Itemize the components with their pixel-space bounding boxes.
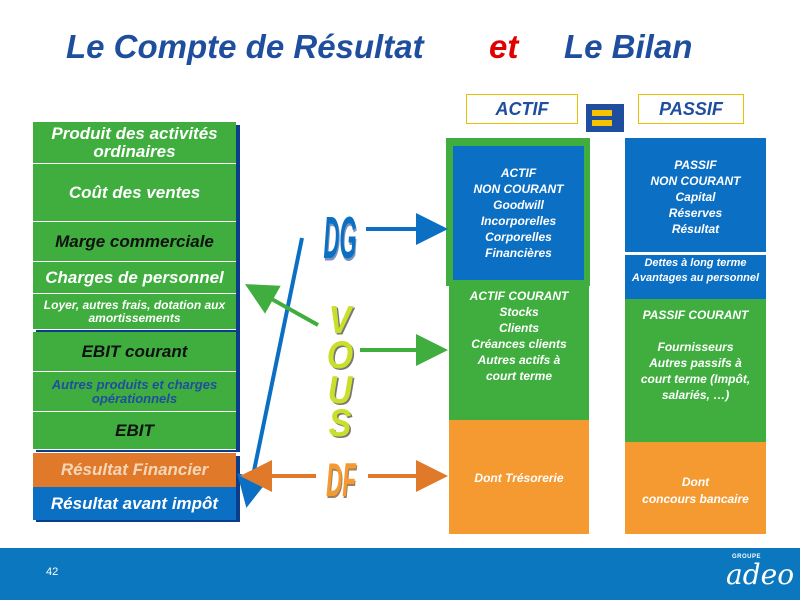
row-loyer-autres-frais: Loyer, autres frais, dotation aux amorti…	[33, 294, 236, 330]
arrow-vous-to-charges	[245, 284, 319, 327]
header-passif: PASSIF	[638, 94, 744, 124]
text-line: Dettes à long terme	[644, 257, 747, 269]
vous-letter-u: U	[328, 368, 354, 412]
text-line: Dont	[681, 475, 710, 489]
actif-courant: ACTIF COURANT Stocks Clients Créances cl…	[449, 286, 589, 420]
row-resultat-avant-impot: Résultat avant impôt	[33, 487, 236, 520]
text-line: court terme	[485, 369, 553, 383]
footer-bar	[0, 548, 800, 600]
actif-non-courant: ACTIF NON COURANT Goodwill Incorporelles…	[453, 146, 584, 280]
row-charges-personnel: Charges de personnel	[33, 262, 236, 294]
passif-courant: PASSIF COURANT Fournisseurs Autres passi…	[627, 303, 764, 440]
vous-letter-shadow: O	[328, 335, 354, 379]
divider	[625, 252, 766, 255]
page-title: Le Compte de Résultat et Le Bilan	[0, 28, 800, 72]
text-line: PASSIF	[674, 158, 717, 172]
passif-dettes-long-terme: Dettes à long terme Avantages au personn…	[625, 255, 766, 299]
page-number: 42	[46, 566, 59, 578]
row-ebit-courant: EBIT courant	[33, 332, 236, 372]
text-line: concours bancaire	[642, 492, 749, 506]
text-line: ACTIF	[500, 166, 537, 180]
actor-df: DF DF	[326, 452, 357, 508]
text-line: Capital	[675, 190, 716, 204]
text-line: Autres passifs à	[649, 356, 742, 370]
logo-adeo-text: adeo	[726, 558, 795, 591]
text-line: NON COURANT	[473, 182, 564, 196]
row-cout-ventes: Coût des ventes	[33, 164, 236, 222]
title-bilan: Le Bilan	[564, 28, 693, 65]
dg-shadow: DG	[324, 209, 357, 274]
df-label: DF	[326, 452, 357, 506]
text-line: Résultat	[671, 222, 720, 236]
text-line: salariés, …)	[661, 388, 730, 402]
passif-non-courant: PASSIF NON COURANT Capital Réserves Résu…	[625, 138, 766, 252]
text-line: Corporelles	[485, 230, 552, 244]
equals-icon	[586, 104, 624, 132]
title-compte-resultat: Le Compte de Résultat	[66, 28, 424, 65]
text-line: court terme (Impôt,	[640, 372, 751, 386]
text-line: Stocks	[499, 305, 539, 319]
header-actif: ACTIF	[466, 94, 578, 124]
vous-letter-shadow: S	[330, 403, 353, 447]
logo-group-text: GROUPE	[732, 554, 762, 560]
actor-vous: VV OO UU SS	[327, 298, 355, 446]
text-line: PASSIF COURANT	[642, 308, 749, 322]
adeo-logo: GROUPE adeo	[722, 548, 794, 592]
vous-letter-o: O	[327, 333, 353, 377]
dg-label: DG	[323, 206, 356, 271]
vous-letter-s: S	[329, 401, 352, 445]
text-line: Incorporelles	[480, 214, 557, 228]
text-line: Clients	[498, 321, 539, 335]
row-produit-activites: Produit des activités ordinaires	[33, 122, 236, 164]
text-line: Fournisseurs	[657, 340, 734, 354]
text-line: Goodwill	[493, 198, 544, 212]
vous-letter-shadow: U	[329, 370, 355, 414]
actor-dg: DG DG	[323, 206, 357, 273]
df-shadow: DF	[327, 454, 358, 508]
text-line: Financières	[485, 246, 552, 260]
vous-letter-shadow: V	[330, 300, 355, 344]
row-ebit: EBIT	[33, 412, 236, 450]
title-et: et	[489, 28, 519, 65]
row-autres-produits-charges: Autres produits et charges opérationnels	[33, 372, 236, 412]
actif-tresorerie: Dont Trésorerie	[449, 420, 589, 534]
text-line: Avantages au personnel	[631, 272, 760, 284]
text-line: ACTIF COURANT	[469, 289, 569, 303]
text-line: Réserves	[668, 206, 723, 220]
row-marge-commerciale: Marge commerciale	[33, 222, 236, 262]
passif-concours-bancaire: Dont concours bancaire	[625, 442, 766, 534]
text-line: Créances clients	[471, 337, 567, 351]
vous-letter-v: V	[329, 298, 354, 342]
text-line: Autres actifs à	[477, 353, 561, 367]
text-line: NON COURANT	[650, 174, 741, 188]
row-resultat-financier: Résultat Financier	[33, 453, 236, 487]
arrow-dg-to-resultat	[237, 237, 304, 508]
